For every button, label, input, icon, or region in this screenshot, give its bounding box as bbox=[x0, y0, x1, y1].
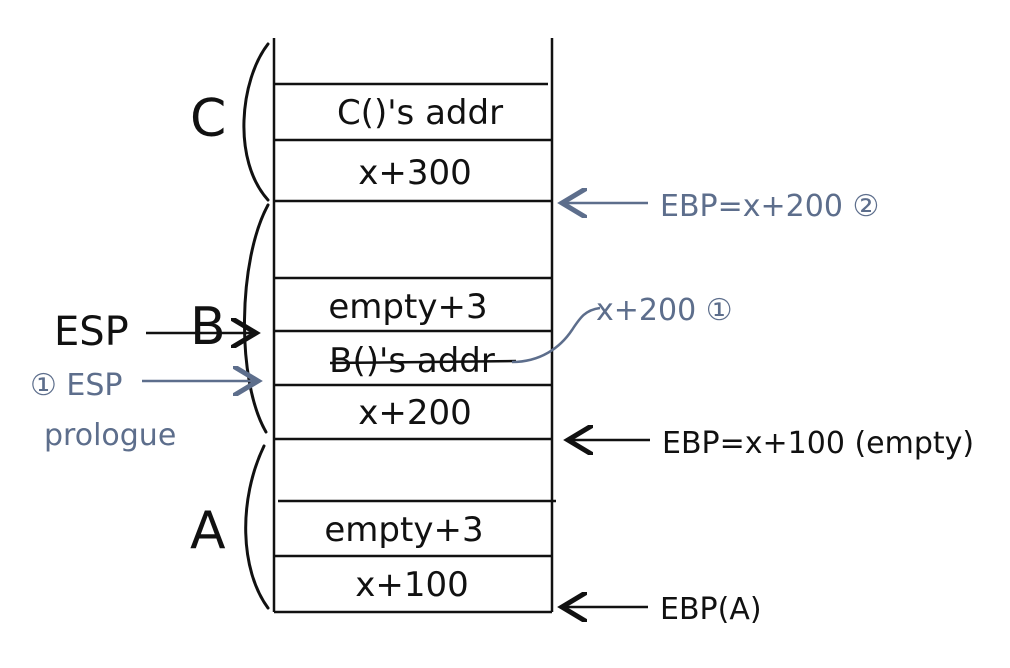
esp-label: ESP bbox=[54, 309, 129, 355]
ebp-b-label: EBP=x+100 (empty) bbox=[662, 426, 974, 461]
braces bbox=[242, 42, 270, 610]
segment-label-a: A bbox=[190, 501, 226, 561]
stack-frame bbox=[272, 38, 556, 614]
cell-b-saved-ebp: x+200 bbox=[358, 393, 472, 433]
brace-c bbox=[242, 42, 270, 202]
ebp-a-label: EBP(A) bbox=[660, 592, 762, 627]
cell-c-ret-addr: C()'s addr bbox=[337, 93, 503, 133]
brace-b bbox=[243, 203, 270, 434]
segment-label-b: B bbox=[190, 297, 226, 357]
cell-a-empty: empty+3 bbox=[324, 510, 483, 550]
ebp-c-label: EBP=x+200 ② bbox=[660, 189, 879, 224]
x200-note-connector bbox=[511, 306, 601, 364]
segment-label-c: C bbox=[190, 89, 226, 149]
x200-note-label: x+200 ① bbox=[596, 293, 733, 328]
esp-prologue-label-line1: ① ESP bbox=[30, 368, 123, 403]
brace-a bbox=[244, 444, 270, 610]
cell-c-saved-ebp: x+300 bbox=[358, 153, 472, 193]
cell-b-empty: empty+3 bbox=[328, 287, 487, 327]
esp-prologue-label-line2: prologue bbox=[44, 418, 176, 453]
cell-a-saved-ebp: x+100 bbox=[355, 565, 469, 605]
strike-through-b-ret-addr bbox=[329, 359, 517, 365]
